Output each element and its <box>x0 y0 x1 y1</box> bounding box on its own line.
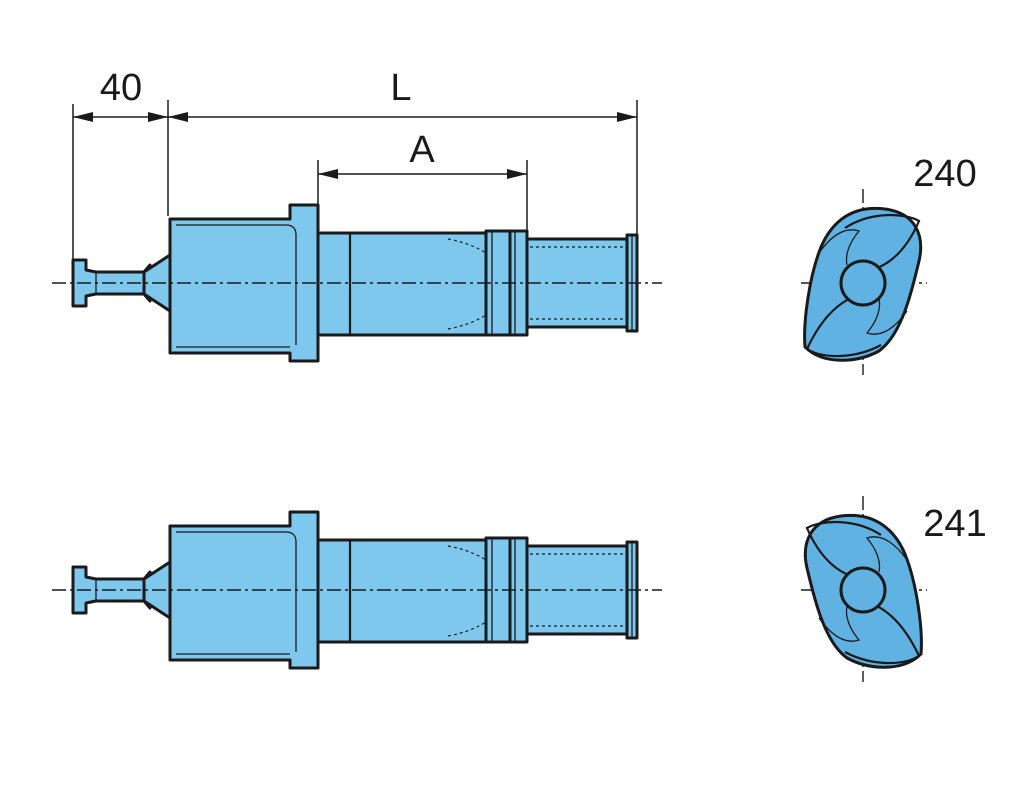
cam-end-view-241 <box>801 496 927 682</box>
dimension-40: 40 <box>72 67 169 264</box>
dimension-l-label: L <box>390 67 411 109</box>
cam-end-view-240 <box>801 189 927 375</box>
camshaft-side-view-241 <box>52 510 662 670</box>
variant-number-241: 241 <box>923 503 986 545</box>
dimension-a: A <box>317 129 528 230</box>
dimension-40-label: 40 <box>100 67 142 109</box>
camshaft-side-view-240 <box>52 203 662 363</box>
dimension-a-label: A <box>409 129 435 171</box>
dimension-l: L <box>168 67 638 236</box>
variant-number-240: 240 <box>913 153 976 195</box>
